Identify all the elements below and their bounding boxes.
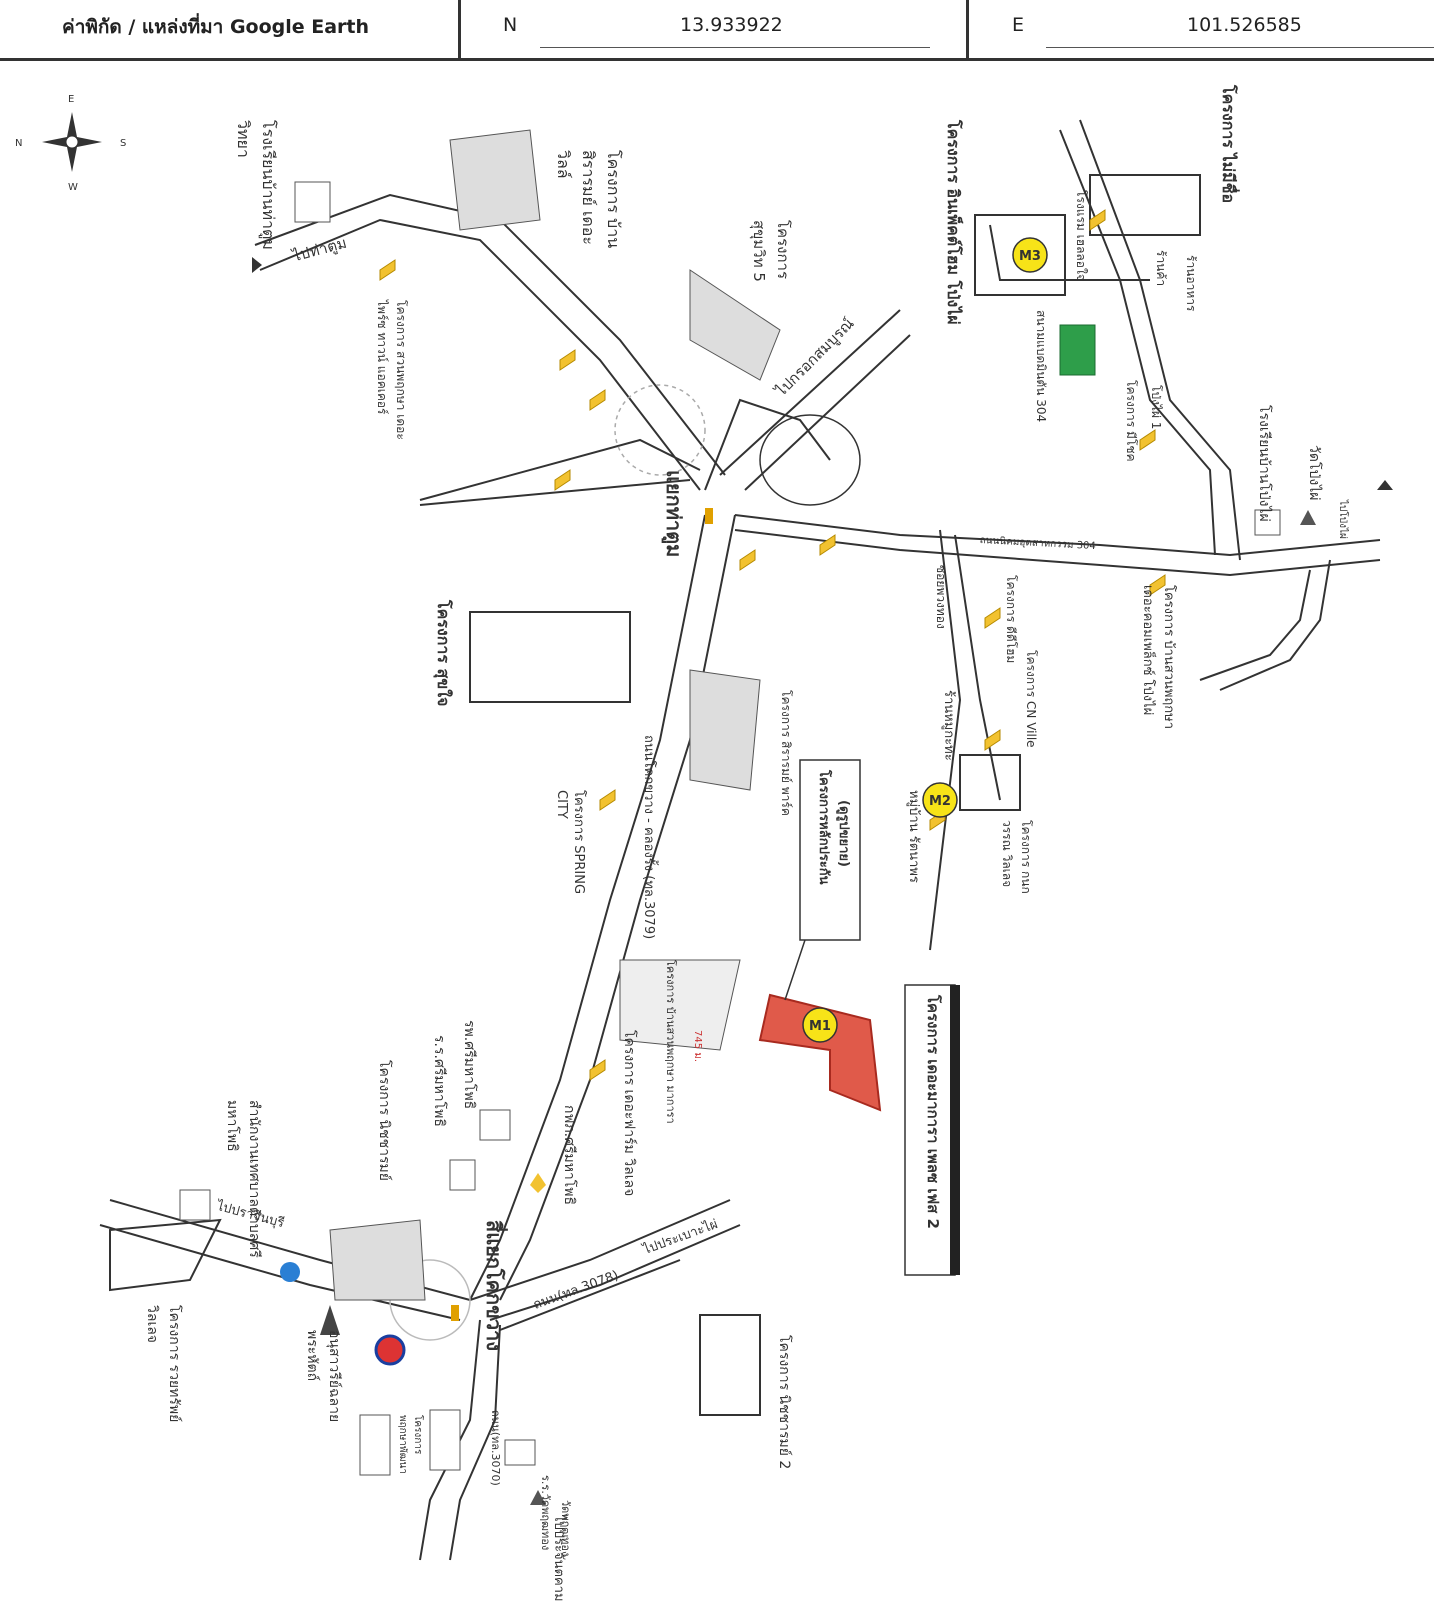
latitude-label: N: [503, 14, 518, 36]
school-icon: [1254, 509, 1281, 536]
pea-icon: [530, 1173, 546, 1193]
school-icon: [504, 1439, 536, 1466]
compass-w: W: [68, 182, 78, 193]
coordinates-header: ค่าพิกัด / แหล่งที่มา Google Earth N 13.…: [0, 0, 1434, 61]
subdivision-plots: [329, 129, 781, 1301]
label-school-srimahaphot: ร.ร.ศรีมหาโพธิ: [431, 1035, 447, 1127]
compass-n: N: [15, 138, 22, 149]
label-lak-prakan: โครงการหลักประกัน: [816, 770, 831, 885]
label-mai-mee-chue: โครงการ ไม่มีชื่อ: [1219, 85, 1238, 204]
label-pea: กฟภ.ศรีมหาโพธิ: [561, 1105, 577, 1206]
label-pruksa-pattana: โครงการ พฤกษาพัฒนา: [397, 1415, 423, 1474]
label-suk-jai: โครงการ สุขใจ: [434, 600, 453, 707]
label-monument: อนุสาวรีย์ฉลาย พระหัตถ์: [304, 1330, 342, 1423]
badminton-stadium-icon: [1059, 324, 1096, 376]
label-tha-tum-junction: แยกท่าตูม: [662, 470, 686, 558]
label-school-pong-phai: โรงเรียนบ้านโป่งไผ่: [1256, 405, 1272, 522]
label-the-mantra: โครงการ เดอะมาการา เพลซ เฟส 2: [924, 995, 942, 1229]
compass-e: E: [68, 94, 74, 105]
label-cn-ville: โครงการ CN Ville: [1024, 650, 1038, 748]
marker-m1: M1: [802, 1007, 838, 1043]
label-suan-phruksa-2: โครงการ บ้านสวนพฤกษา เดอะคอมเพล็กซ์ โป่ง…: [1140, 585, 1176, 730]
label-pong-phai-1: โป่งไผ่ 1: [1149, 385, 1163, 430]
label-sukhumvit5: โครงการ สุขุมวิท 5: [750, 220, 792, 282]
compass-icon: [42, 112, 102, 172]
to-pong-phai-arrow-icon: [1377, 480, 1393, 490]
monument-icon: [320, 1305, 340, 1335]
label-shop-moo-kata: ร้านหมูกะทะ: [941, 690, 956, 761]
compass-s: S: [120, 138, 126, 149]
label-ruay: โครงการ รวยทรัพย์ วิลเลจ: [144, 1305, 182, 1423]
label-to-pong-phai-2: ไปโป่งไผ่: [1337, 500, 1348, 539]
label-spring-city: โครงการ SPRING CITY: [554, 790, 586, 895]
label-mee-chok: โครงการ มีโชค: [1124, 380, 1138, 462]
marker-m3: M3: [1012, 237, 1048, 273]
traffic-light-icon: [451, 1305, 459, 1321]
label-soi-phuang-thong: ซอยพวงทอง: [934, 565, 948, 629]
school-icon: [449, 1159, 476, 1191]
latitude-value: 13.933922: [680, 14, 783, 36]
label-main-road: ถนนโคกขวาง - คลองรั้ง (ทล.3079): [641, 735, 656, 940]
location-map: M1 M2 M3 N S E W: [15, 94, 1393, 1561]
nikhom-road: [734, 514, 1381, 557]
label-distance: 745 ม.: [692, 1030, 703, 1063]
label-school-wat-pho: ร.ร.วัดพฤฒทอง: [539, 1475, 552, 1551]
temple-icon: [530, 1490, 546, 1505]
label-shop-restaurant: ร้านอาหาร: [1184, 255, 1198, 312]
label-road-3070: ถนน(ทล.3070): [489, 1410, 502, 1486]
road-pong-phai: [1079, 119, 1241, 561]
longitude-value: 101.526585: [1187, 14, 1302, 36]
ptt-logo-icon: [374, 1334, 406, 1366]
label-khok-khwang-junction: สี่แยกโคกขวาง: [482, 1220, 506, 1352]
label-in-perfect: โครงการ อินเพ็คต์โฮม โป่งไผ่: [944, 120, 963, 325]
road-to-krok-somboon: [719, 309, 901, 476]
label-wat-pho: วัดพฤฒทอง: [559, 1500, 572, 1557]
project-callout-box: [799, 759, 861, 941]
main-road: [469, 514, 706, 1301]
marker-m2-label: M2: [929, 794, 951, 809]
label-kankaroon: โครงการ กนกวรรณ วิลเลจ: [1000, 820, 1033, 894]
header-divider-2: [966, 0, 969, 58]
longitude-label: E: [1012, 14, 1025, 36]
label-ban-sirarom: โครงการ บ้านสิรารมย์ เดอะวิลล์: [554, 150, 623, 249]
label-enlarged-map: (ดูรูปขยาย): [836, 800, 851, 867]
longitude-underline: [1046, 47, 1434, 48]
location-source-label: ค่าพิกัด / แหล่งที่มา Google Earth: [62, 16, 370, 38]
project-title-box: [904, 984, 956, 1276]
road-to-tha-tum: [259, 218, 701, 491]
label-shop: ร้านค้า: [1154, 250, 1168, 287]
traffic-light-icon: [705, 508, 713, 524]
label-nichcharomya-2: โครงการ นิชชารมย์ 2: [776, 1335, 792, 1470]
label-hotel: โรงแรม เฮลลอใจ: [1074, 190, 1088, 281]
road-3078: [469, 1199, 731, 1301]
label-municipal: สำนักงานเทศบาลตำบลศรีมหาโพธิ: [224, 1100, 262, 1258]
label-hospital: รพ.ศรีมหาโพธิ: [461, 1020, 477, 1110]
label-village-rattana: หมู่บ้าน รัตนาพร: [906, 790, 921, 883]
marker-m3-label: M3: [1019, 249, 1041, 264]
label-di-di: โครงการ ดีดีโฮม: [1004, 575, 1018, 664]
marker-m2: M2: [922, 782, 958, 818]
header-divider-1: [458, 0, 461, 58]
label-sirarom-park: โครงการ สิรารมย์ พาร์ค: [779, 690, 793, 816]
label-the-farm: โครงการ เดอะฟาร์ม วิลเลจ: [621, 1030, 637, 1197]
label-wat-pong-phai: วัดโป่งไผ่: [1306, 445, 1322, 501]
municipal-icon: [179, 1189, 211, 1221]
to-tha-tum-arrow-icon: [252, 257, 262, 273]
label-school-tha-tum: โรงเรียนบ้านท่าตูมวิทยา: [234, 120, 278, 250]
label-suan-phruksa-3: โครงการ บ้านสวนพฤกษา มาการา: [664, 960, 677, 1124]
project-target-plot: [758, 993, 882, 1112]
label-stadium: สนามแบดมินตัน 304: [1034, 310, 1048, 423]
pea-logo-icon: [280, 1262, 300, 1282]
school-icon: [294, 181, 331, 223]
temple-icon: [1300, 510, 1316, 525]
label-nichcharomya: โครงการ นิชชารมย์: [376, 1060, 392, 1181]
marker-m1-label: M1: [809, 1019, 831, 1034]
label-suan-phruksa: โครงการ สวนพฤกษา เดอะไพร์ซ ทาวน์ แอคเคอร…: [375, 300, 408, 440]
latitude-underline: [540, 47, 930, 48]
hospital-icon: [479, 1109, 511, 1141]
